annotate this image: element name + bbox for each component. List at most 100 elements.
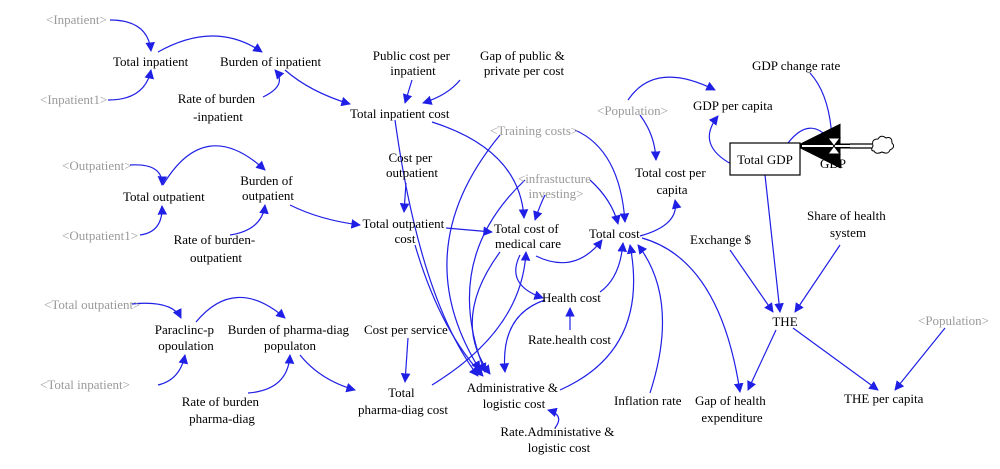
link-total-inpatient-cost-to-medical-care — [431, 121, 529, 219]
link-total-outpatient-cost-to-medical-care — [445, 226, 493, 236]
link-shadow-total-inpatient-to-paraclinc — [157, 354, 189, 386]
link-total-cost-to-gap-health — [641, 237, 744, 393]
link-training-to-total-cost — [574, 129, 630, 223]
the-per-capita-label[interactable]: THE per capita — [844, 391, 924, 406]
link-admin-to-total-cost — [559, 244, 637, 391]
valve-icon — [827, 137, 841, 155]
link-public-cost-to-total-inpatient-cost — [402, 79, 413, 104]
link-cost-per-service-to-total-pharma-diag — [400, 337, 411, 383]
causal-links — [107, 19, 946, 429]
link-health-cost-to-admin — [499, 299, 546, 373]
total-outpatient-cost-label[interactable]: Total outpatient cost — [362, 216, 447, 246]
rate-burden-pharma-diag-label[interactable]: Rate of burden pharma-diag — [182, 394, 263, 426]
link-outpatient1-to-total-outpatient — [139, 205, 168, 236]
shadow-inpatient1-label[interactable]: <Inpatient1> — [40, 92, 107, 107]
link-population-to-gdp-per-capita — [627, 76, 716, 101]
link-share-to-the — [794, 244, 841, 313]
link-inpatient-to-total-inpatient — [109, 19, 155, 52]
link-rate-burden-pharma-diag-to-burden — [247, 354, 295, 394]
burden-inpatient-label[interactable]: Burden of inpatient — [220, 54, 321, 69]
total-pharma-diag-cost-label[interactable]: Total pharma-diag cost — [358, 385, 448, 417]
rate-health-cost-label[interactable]: Rate.health cost — [528, 332, 611, 347]
paraclinc-population-label[interactable]: Paraclinc-p opoulation — [155, 322, 217, 353]
link-medical-care-to-health-cost — [515, 254, 544, 300]
shadow-total-outpatient-label[interactable]: <Total outpatient> — [44, 297, 140, 312]
rate-admin-logistic-label[interactable]: Rate.Administative & logistic cost — [500, 424, 617, 455]
link-total-pharma-diag-to-medical-care — [431, 251, 531, 386]
total-outpatient-label[interactable]: Total outpatient — [123, 189, 205, 204]
shadow-total-inpatient-label[interactable]: <Total inpatient> — [40, 377, 130, 392]
inflation-rate-label[interactable]: Inflation rate — [614, 393, 682, 408]
total-gdp-stock[interactable] — [729, 142, 801, 176]
shadow-population-1-label[interactable]: <Population> — [597, 103, 668, 118]
link-rate-admin-to-admin — [547, 407, 560, 429]
share-health-system-label[interactable]: Share of health system — [807, 208, 889, 240]
link-rate-burden-inpatient-to-burden — [262, 69, 285, 98]
exchange-label[interactable]: Exchange $ — [690, 232, 752, 247]
link-training-to-admin — [446, 134, 501, 371]
link-total-inpatient-to-burden — [157, 35, 263, 53]
link-total-gdp-to-gdp-per-capita — [708, 115, 734, 166]
link-total-outpatient-cost-to-admin — [414, 244, 484, 377]
link-inpatient1-to-total-inpatient — [107, 69, 155, 101]
link-burden-inpatient-to-total-inpatient-cost — [284, 69, 351, 107]
link-population-to-total-cost-per-capita — [639, 114, 661, 161]
link-gdp-change-rate-to-gdp — [809, 72, 837, 141]
link-infrastructure-to-total-cost — [589, 179, 621, 225]
link-inflation-to-total-cost — [637, 244, 664, 394]
link-cost-per-outpatient-to-total-outpatient-cost — [399, 182, 410, 213]
link-paraclinc-to-burden-pharma-diag — [195, 296, 286, 323]
burden-pharma-diag-label[interactable]: Burden of pharma-diag populaton — [228, 322, 353, 353]
rate-burden-inpatient-label[interactable]: Rate of burden -inpatient — [178, 91, 259, 124]
public-cost-per-inpatient-label[interactable]: Public cost per inpatient — [373, 48, 454, 78]
shadow-population-2-label[interactable]: <Population> — [918, 313, 989, 328]
link-total-outpatient-to-burden — [162, 145, 266, 186]
total-gdp-label[interactable]: Total GDP — [737, 152, 793, 167]
link-population2-to-the-per-capita — [894, 327, 946, 391]
shadow-inpatient-label[interactable]: <Inpatient> — [46, 12, 107, 27]
link-infrastructure-to-medical-care — [533, 194, 546, 221]
link-gap-public-private-to-total-inpatient-cost — [422, 79, 461, 105]
link-total-inpatient-cost-to-admin — [394, 119, 479, 377]
cost-per-service-label[interactable]: Cost per service — [364, 322, 448, 337]
gap-public-private-label[interactable]: Gap of public & private per cost — [480, 48, 568, 78]
shadow-outpatient1-label[interactable]: <Outpatient1> — [62, 228, 138, 243]
link-total-gdp-to-gdp — [787, 127, 831, 144]
link-infrastructure-to-admin — [468, 179, 526, 373]
burden-outpatient-label[interactable]: Burden of outpatient — [240, 173, 296, 203]
gdp-flow-label[interactable]: GDP — [820, 156, 846, 171]
shadow-infrastructure-label[interactable]: <infrastucture investing> — [518, 171, 594, 201]
link-the-to-gap-health — [747, 329, 777, 391]
admin-logistic-cost-label[interactable]: Administrative & logistic cost — [467, 380, 562, 411]
the-label[interactable]: THE — [772, 314, 797, 329]
total-cost-per-capita-label[interactable]: Total cost per capita — [635, 165, 709, 197]
total-inpatient-cost-label[interactable]: Total inpatient cost — [350, 106, 450, 121]
link-exchange-to-the — [729, 249, 774, 313]
link-total-cost-to-total-cost-per-capita — [639, 199, 682, 237]
total-inpatient-label[interactable]: Total inpatient — [113, 54, 189, 69]
rate-burden-outpatient-label[interactable]: Rate of burden- outpatient — [174, 232, 259, 265]
cloud-source-icon — [871, 135, 895, 154]
cost-per-outpatient-label[interactable]: Cost per outpatient — [386, 150, 438, 180]
link-outpatient-to-total-outpatient — [129, 164, 168, 186]
variable-labels: <Inpatient> <Inpatient1> Total inpatient… — [40, 12, 989, 455]
health-cost-label[interactable]: Health cost — [542, 290, 601, 305]
gdp-per-capita-label[interactable]: GDP per capita — [693, 98, 773, 113]
link-burden-pharma-diag-to-total-pharma-diag — [299, 354, 356, 393]
link-medical-care-to-admin — [471, 251, 501, 375]
gap-health-expenditure-label[interactable]: Gap of health expenditure — [695, 393, 769, 425]
link-rate-burden-outpatient-to-burden — [229, 204, 269, 236]
gdp-change-rate-label[interactable]: GDP change rate — [752, 58, 841, 73]
shadow-training-costs-label[interactable]: <Training costs> — [490, 123, 578, 138]
total-cost-medical-care-label[interactable]: Total cost of medical care — [494, 221, 562, 251]
total-cost-label[interactable]: Total cost — [589, 226, 640, 241]
link-the-to-the-per-capita — [792, 327, 879, 391]
link-shadow-total-outpatient-to-paraclinc — [131, 302, 182, 319]
gdp-flow — [795, 123, 895, 169]
shadow-outpatient-label[interactable]: <Outpatient> — [62, 158, 132, 173]
link-total-gdp-to-the — [764, 174, 784, 313]
link-health-cost-to-total-cost — [599, 242, 628, 293]
link-burden-outpatient-to-total-outpatient-cost — [289, 204, 361, 229]
link-medical-care-to-total-cost — [535, 239, 603, 264]
